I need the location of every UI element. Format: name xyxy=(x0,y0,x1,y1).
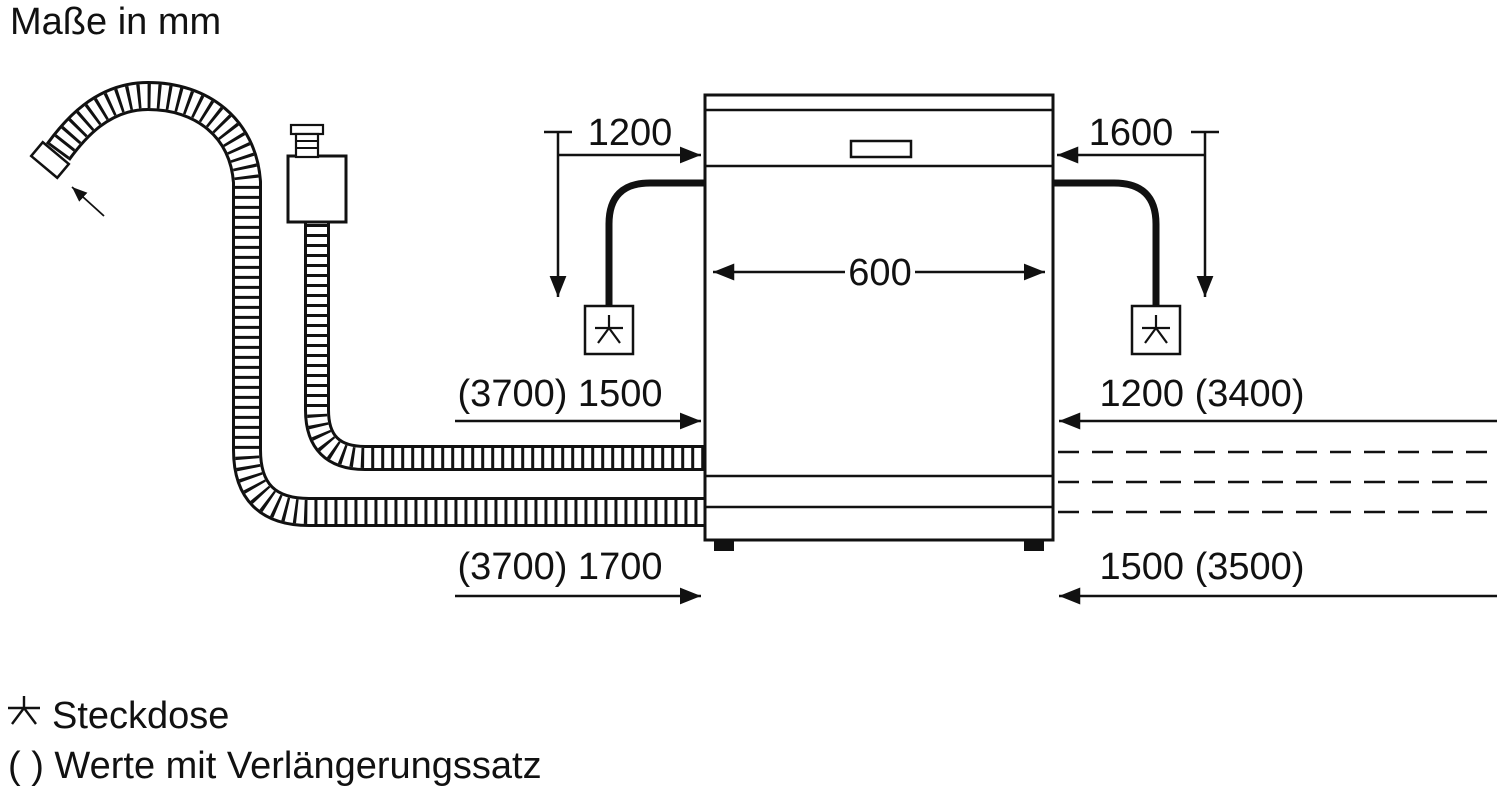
aquastop-valve-box xyxy=(286,154,348,224)
drain-hose xyxy=(29,81,709,527)
power-cords xyxy=(583,179,1182,356)
dishwasher-outline xyxy=(703,93,1055,542)
socket-box-right xyxy=(1130,304,1182,356)
dim-top-left-label: (3700) 1500 xyxy=(458,373,663,415)
dim-cord-right-label: 1600 xyxy=(1089,112,1174,154)
dim-top-right-label: 1200 (3400) xyxy=(1100,373,1305,415)
power-cord-right xyxy=(1053,179,1160,306)
foot-right xyxy=(1024,540,1044,551)
dim-cord-left-label: 1200 xyxy=(588,112,673,154)
power-cord-left xyxy=(605,179,705,306)
dim-bottom-left-label: (3700) 1700 xyxy=(458,546,663,588)
dishwasher xyxy=(703,93,1055,551)
legend-extension-note: ( ) Werte mit Verlängerungssatz xyxy=(8,745,542,787)
dimension-lines xyxy=(455,130,1497,605)
drain-hose-end-pointer-arrow xyxy=(71,186,105,217)
legend-socket-label: Steckdose xyxy=(52,695,229,737)
supply-connector-flange xyxy=(289,123,325,136)
socket-icon-left xyxy=(595,315,623,344)
supply-connector-thread-lines xyxy=(296,140,318,149)
socket-icon-right xyxy=(1142,315,1170,344)
dim-bottom-right-label: 1500 (3500) xyxy=(1100,546,1305,588)
door-handle xyxy=(849,139,913,159)
dim-width-label: 600 xyxy=(848,252,911,294)
drain-hose-body xyxy=(48,84,709,524)
supply-connector-thread xyxy=(294,132,320,159)
socket-box-left xyxy=(583,304,635,356)
supply-hose xyxy=(286,123,709,471)
drain-hose-end-fitting xyxy=(29,140,71,180)
supply-hose-ribs xyxy=(307,214,709,468)
legend-socket-icon xyxy=(8,696,40,725)
page-title: Maße in mm xyxy=(10,1,221,43)
foot-left xyxy=(714,540,734,551)
legend: Steckdose ( ) Werte mit Verlängerungssat… xyxy=(8,695,542,787)
